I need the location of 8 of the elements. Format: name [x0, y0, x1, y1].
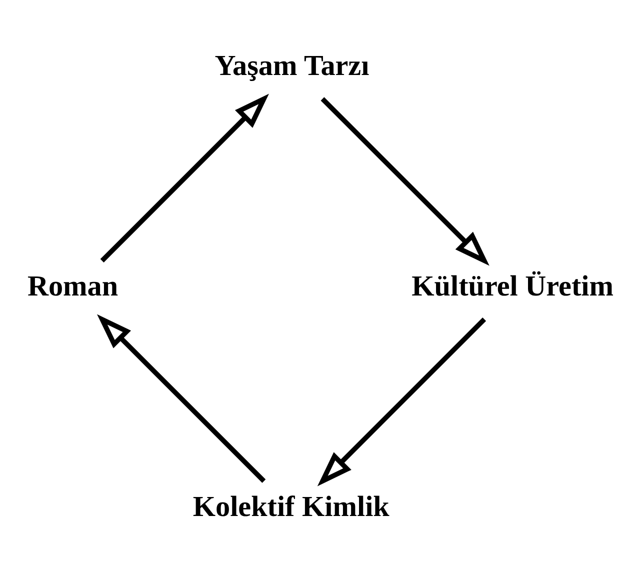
arrow [96, 314, 266, 482]
node-text: Roman [27, 270, 118, 302]
arrow [317, 317, 486, 486]
arrow [100, 93, 269, 262]
arrow [320, 96, 490, 266]
node-text: Yaşam Tarzı [214, 50, 370, 82]
node-text: Kolektif Kimlik [192, 490, 390, 522]
node-text: Kültürel Üretim [412, 270, 614, 302]
